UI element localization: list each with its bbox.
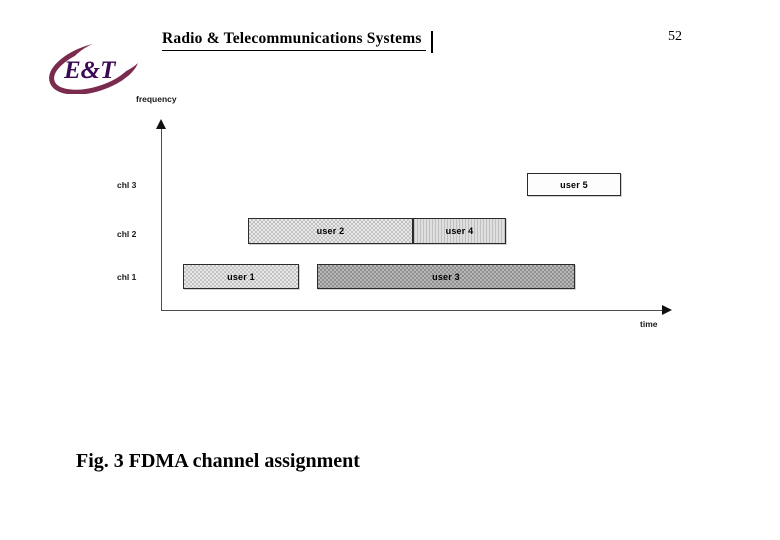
user-block-user-1: user 1 <box>183 264 299 289</box>
user-block-user-5: user 5 <box>527 173 621 196</box>
title-text-caret <box>431 31 433 53</box>
time-axis-label: time <box>640 319 658 329</box>
fdma-channel-chart: frequency time chl 3 chl 2 chl 1 user 5 … <box>117 94 672 329</box>
time-axis-line <box>161 310 668 311</box>
time-axis-arrow-icon <box>662 305 672 315</box>
user-block-user-4: user 4 <box>413 218 506 244</box>
svg-text:E&T: E&T <box>63 57 117 84</box>
user-block-label: user 3 <box>432 271 460 282</box>
user-block-label: user 5 <box>560 179 588 190</box>
frequency-axis-arrow-icon <box>156 119 166 129</box>
figure-caption: Fig. 3 FDMA channel assignment <box>76 450 360 472</box>
channel-label-chl-3: chl 3 <box>117 180 137 190</box>
page-number: 52 <box>668 29 682 44</box>
user-block-label: user 4 <box>445 226 474 236</box>
user-block-label: user 2 <box>316 226 345 236</box>
frequency-axis-label: frequency <box>136 94 177 104</box>
page-title: Radio & Telecommunications Systems <box>162 30 426 51</box>
channel-label-chl-2: chl 2 <box>117 229 137 239</box>
user-block-user-2: user 2 <box>248 218 413 244</box>
user-block-user-3: user 3 <box>317 264 575 289</box>
user-block-label: user 1 <box>227 271 255 282</box>
et-logo: E&T <box>48 42 140 94</box>
channel-label-chl-1: chl 1 <box>117 272 137 282</box>
frequency-axis-line <box>161 127 162 311</box>
et-logo-graphic: E&T <box>49 42 140 94</box>
